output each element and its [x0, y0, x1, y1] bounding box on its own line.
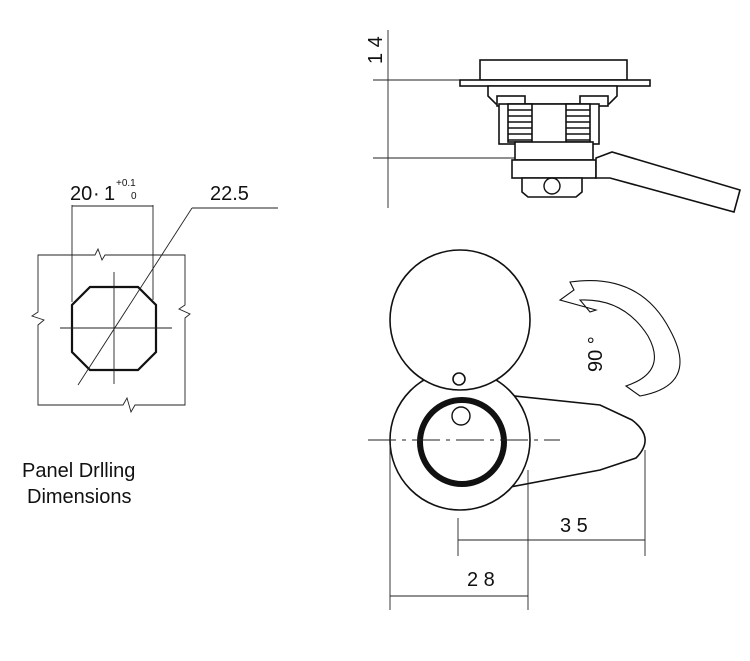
thread-left: [507, 103, 533, 143]
keyway-ring-outer: [417, 397, 507, 487]
bottom-nut-center: [543, 177, 561, 195]
dim28-label: 2 8: [467, 569, 495, 591]
panel-label-line1: Panel Drlling: [22, 460, 135, 482]
panel-plate: [459, 79, 651, 87]
dust-cover: [389, 249, 531, 391]
cutout-width-dot: ·: [93, 183, 100, 205]
thread-right: [565, 103, 591, 143]
flange-top: [479, 59, 628, 81]
panel-outline: [30, 247, 191, 414]
tolerance-upper: +0.1: [116, 178, 136, 189]
rotation-label: 90 °: [585, 336, 607, 372]
cutout-width-decimal: 1: [104, 183, 115, 205]
dim35-label: 3 5: [560, 515, 588, 537]
panel-label-line2: Dimensions: [27, 486, 131, 508]
keyway-hole: [451, 406, 471, 426]
side-view: 1 4: [365, 30, 741, 213]
cutout-width-main: 20: [70, 183, 92, 205]
cutout-shape: [70, 285, 158, 372]
cutout-diagonal-label: 22.5: [210, 183, 249, 205]
rotation-arrow: [558, 280, 681, 397]
height-label: 1 4: [365, 36, 387, 64]
tolerance-lower: 0: [131, 191, 137, 202]
front-view: 90 ° 3 5 2 8: [368, 249, 681, 610]
bottom-nut: [521, 177, 583, 198]
handle-lever: [504, 394, 646, 489]
lock-neck: [514, 141, 594, 161]
cover-pivot: [452, 372, 466, 386]
diagonal-dimension-line: [77, 207, 193, 386]
cam-base: [511, 159, 597, 179]
panel-cutout-view: 20 · 1 +0.1 0 22.5 Panel Drlling Dimensi…: [22, 178, 278, 508]
cam-arm-side: [595, 151, 741, 213]
